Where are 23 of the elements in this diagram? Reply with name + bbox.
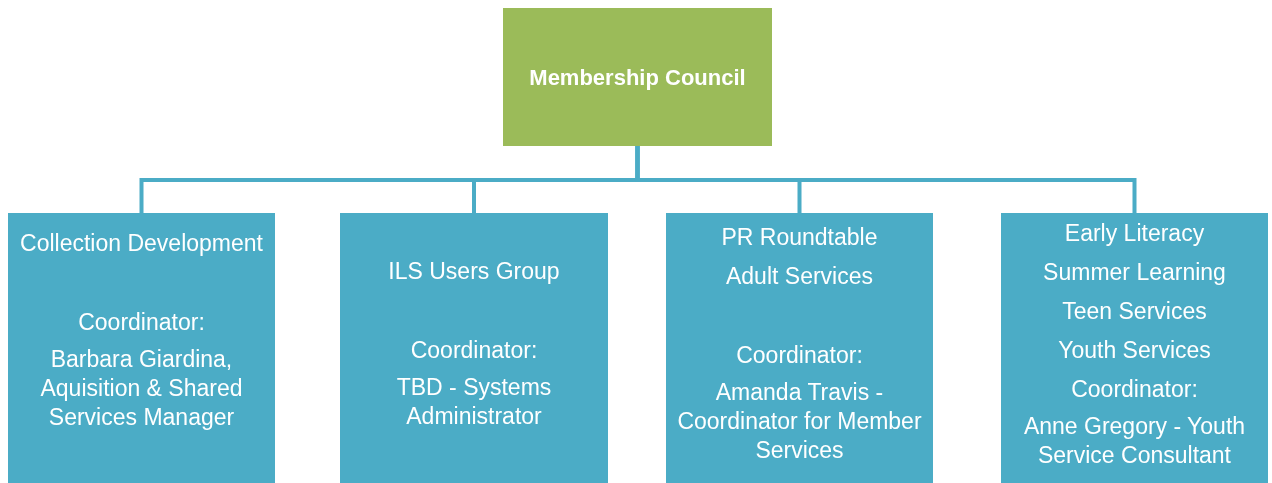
box-title: Membership Council: [529, 63, 746, 92]
connector-line: [635, 146, 1137, 213]
box-text: TBD - Systems Administrator: [395, 373, 553, 431]
box-text: PR Roundtable: [720, 223, 879, 252]
group-box: [1001, 213, 1268, 483]
box-text: Summer Learning: [1042, 258, 1227, 287]
box-text: Youth Services: [1057, 336, 1212, 365]
council-box: [503, 8, 772, 146]
box-text: ILS Users Group: [387, 257, 561, 286]
box-text: Collection Development: [19, 229, 264, 258]
box-text: Anne Gregory - Youth Service Consultant: [1022, 412, 1247, 470]
box-text: Coordinator:: [735, 341, 864, 370]
box-text: Coordinator:: [1070, 375, 1199, 404]
group-box: [666, 213, 933, 483]
group-box: [340, 213, 608, 483]
box-text: Coordinator:: [409, 336, 539, 365]
box-text: Amanda Travis - Coordinator for Member Services: [676, 378, 923, 465]
group-box: [8, 213, 275, 483]
box-text: Coordinator:: [77, 308, 206, 337]
box-text: Early Literacy: [1063, 219, 1206, 248]
box-text: Barbara Giardina, Aquisition & Shared Services Manager: [39, 345, 244, 432]
box-text: Teen Services: [1061, 297, 1208, 326]
box-text: Adult Services: [725, 262, 874, 291]
